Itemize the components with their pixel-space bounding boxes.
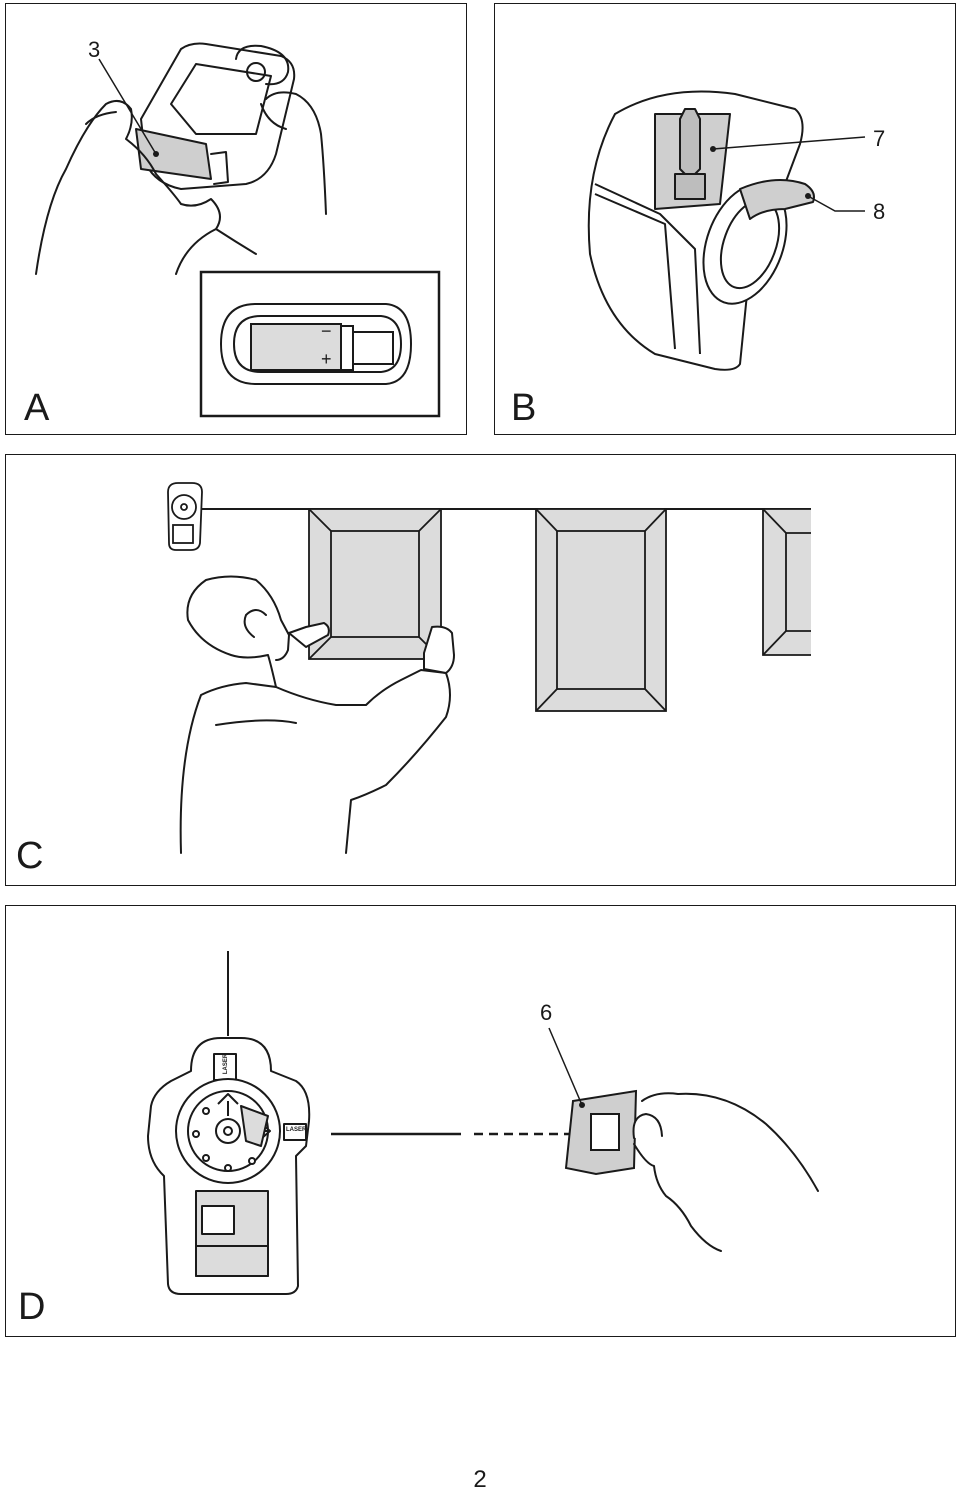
panel-d-letter: D <box>18 1286 46 1328</box>
battery-minus-label: − <box>321 321 332 341</box>
hand-icon <box>632 1092 819 1252</box>
laser-level-icon <box>147 1037 311 1295</box>
laser-housing-illustration <box>587 90 866 371</box>
picture-hanging-illustration <box>167 482 811 854</box>
battery-icon <box>219 303 413 385</box>
panel-c-letter: C <box>16 835 44 877</box>
panel-a-letter: A <box>24 387 50 429</box>
page-number: 2 <box>473 1466 487 1493</box>
panel-b-letter: B <box>511 387 537 429</box>
panel-b: 7 8 B <box>494 3 956 435</box>
callout-7: 7 <box>873 126 886 151</box>
laser-target-illustration <box>147 951 819 1295</box>
battery-install-illustration <box>35 42 441 418</box>
device-label-side: LASER <box>286 1127 307 1133</box>
callout-3: 3 <box>88 37 101 62</box>
callout-8: 8 <box>873 199 886 224</box>
panel-d: LASER LASER 6 D <box>5 905 956 1337</box>
laser-level-icon <box>167 482 203 551</box>
person-icon <box>179 575 455 854</box>
device-label-top: LASER <box>223 1053 230 1075</box>
target-card-icon <box>564 1089 638 1176</box>
callout-6: 6 <box>540 1000 553 1025</box>
battery-plus-label: + <box>321 349 332 369</box>
panel-a: 3 − + A <box>5 3 467 435</box>
panel-c: C <box>5 454 956 886</box>
picture-frame-icon <box>308 508 442 660</box>
